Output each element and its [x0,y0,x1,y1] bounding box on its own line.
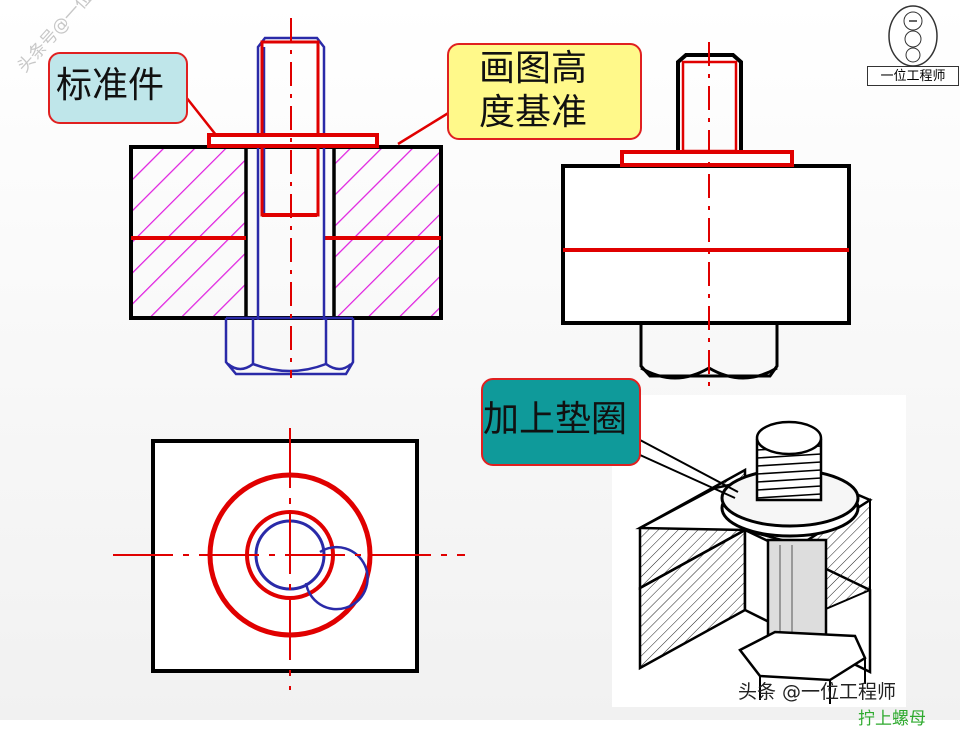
callout-height-datum: 画图高 度基准 [447,43,642,140]
logo-text: 一位工程师 [867,66,959,86]
washer-datum-side [620,150,794,167]
label-height-datum-line1: 画图高 [479,48,588,89]
side-view [561,42,851,392]
cut-caption: 拧上螺母 [858,709,926,729]
right-plate-hatch [334,147,441,318]
leader-height-datum [397,110,451,146]
label-height-datum-line2: 度基准 [479,92,588,133]
isometric-sketch [612,395,906,707]
washer-datum-front [207,133,379,148]
callout-add-washer: 加上垫圈 [481,378,641,466]
label-add-washer: 加上垫圈 [483,399,628,440]
top-view [113,428,465,690]
front-section-view [129,18,443,378]
callout-standard-part: 标准件 [48,52,188,124]
label-standard-part: 标准件 [56,65,165,106]
leader-add-washer [639,439,739,493]
bottom-watermark: 头条 @一位工程师 [738,681,897,703]
side-plates [561,164,851,325]
left-plate-hatch [131,147,246,318]
